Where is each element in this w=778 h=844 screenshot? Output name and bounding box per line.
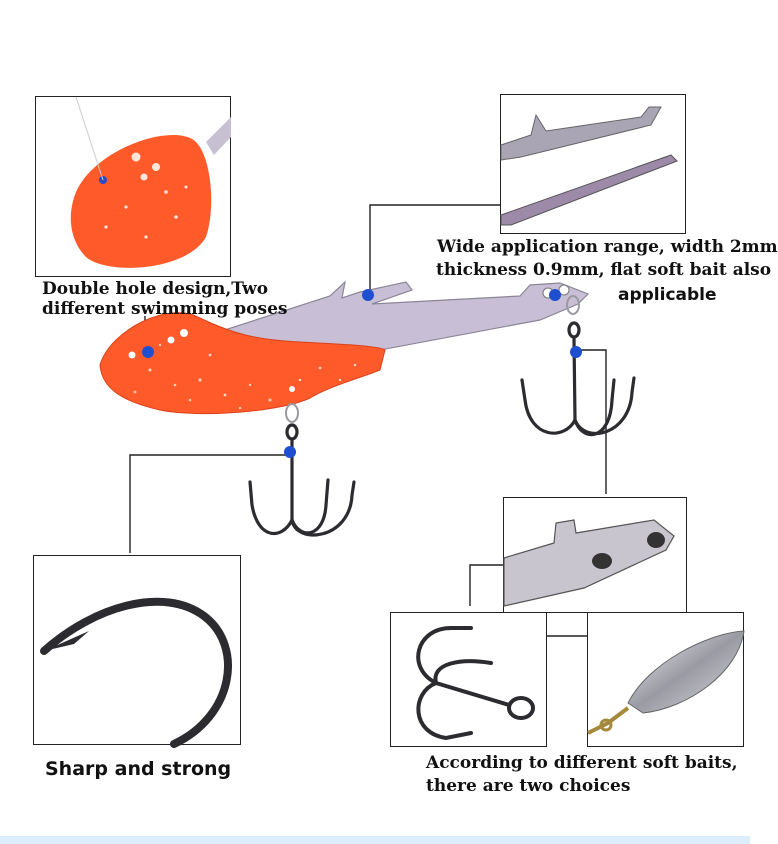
sharp-strong-label: Sharp and strong xyxy=(45,758,232,780)
detail-box-lure-head xyxy=(35,96,231,277)
marker-dot xyxy=(362,289,374,301)
connector-line xyxy=(575,349,607,494)
marker-dot xyxy=(142,346,154,358)
detail-box-shank xyxy=(500,94,686,234)
application-label-line2: thickness 0.9mm, flat soft bait also xyxy=(436,260,772,280)
treble-hook-icon xyxy=(248,403,356,537)
detail-box-eye xyxy=(503,497,687,613)
spinner-blade-icon xyxy=(587,630,745,735)
choices-label-line1: According to different soft baits, xyxy=(426,753,738,773)
lure-head-icon xyxy=(99,312,386,415)
double-hole-label-line2: different swimming poses xyxy=(42,299,288,319)
double-hole-label-line1: Double hole design,Two xyxy=(42,279,269,299)
footer-strip xyxy=(0,836,750,844)
detail-box-treble-hook xyxy=(390,612,547,747)
application-label-line1: Wide application range, width 2mm xyxy=(437,237,778,257)
marker-dot xyxy=(570,346,582,358)
marker-dot xyxy=(549,289,561,301)
treble-hook-icon xyxy=(520,295,636,437)
marker-dot xyxy=(284,446,296,458)
connector-line xyxy=(129,454,290,553)
application-label-line3: applicable xyxy=(618,285,717,305)
detail-box-spinner xyxy=(587,612,745,747)
choices-label-line2: there are two choices xyxy=(426,776,631,796)
connector-line xyxy=(369,204,500,292)
detail-box-sharp-hook xyxy=(33,555,241,748)
product-scene xyxy=(99,204,661,637)
